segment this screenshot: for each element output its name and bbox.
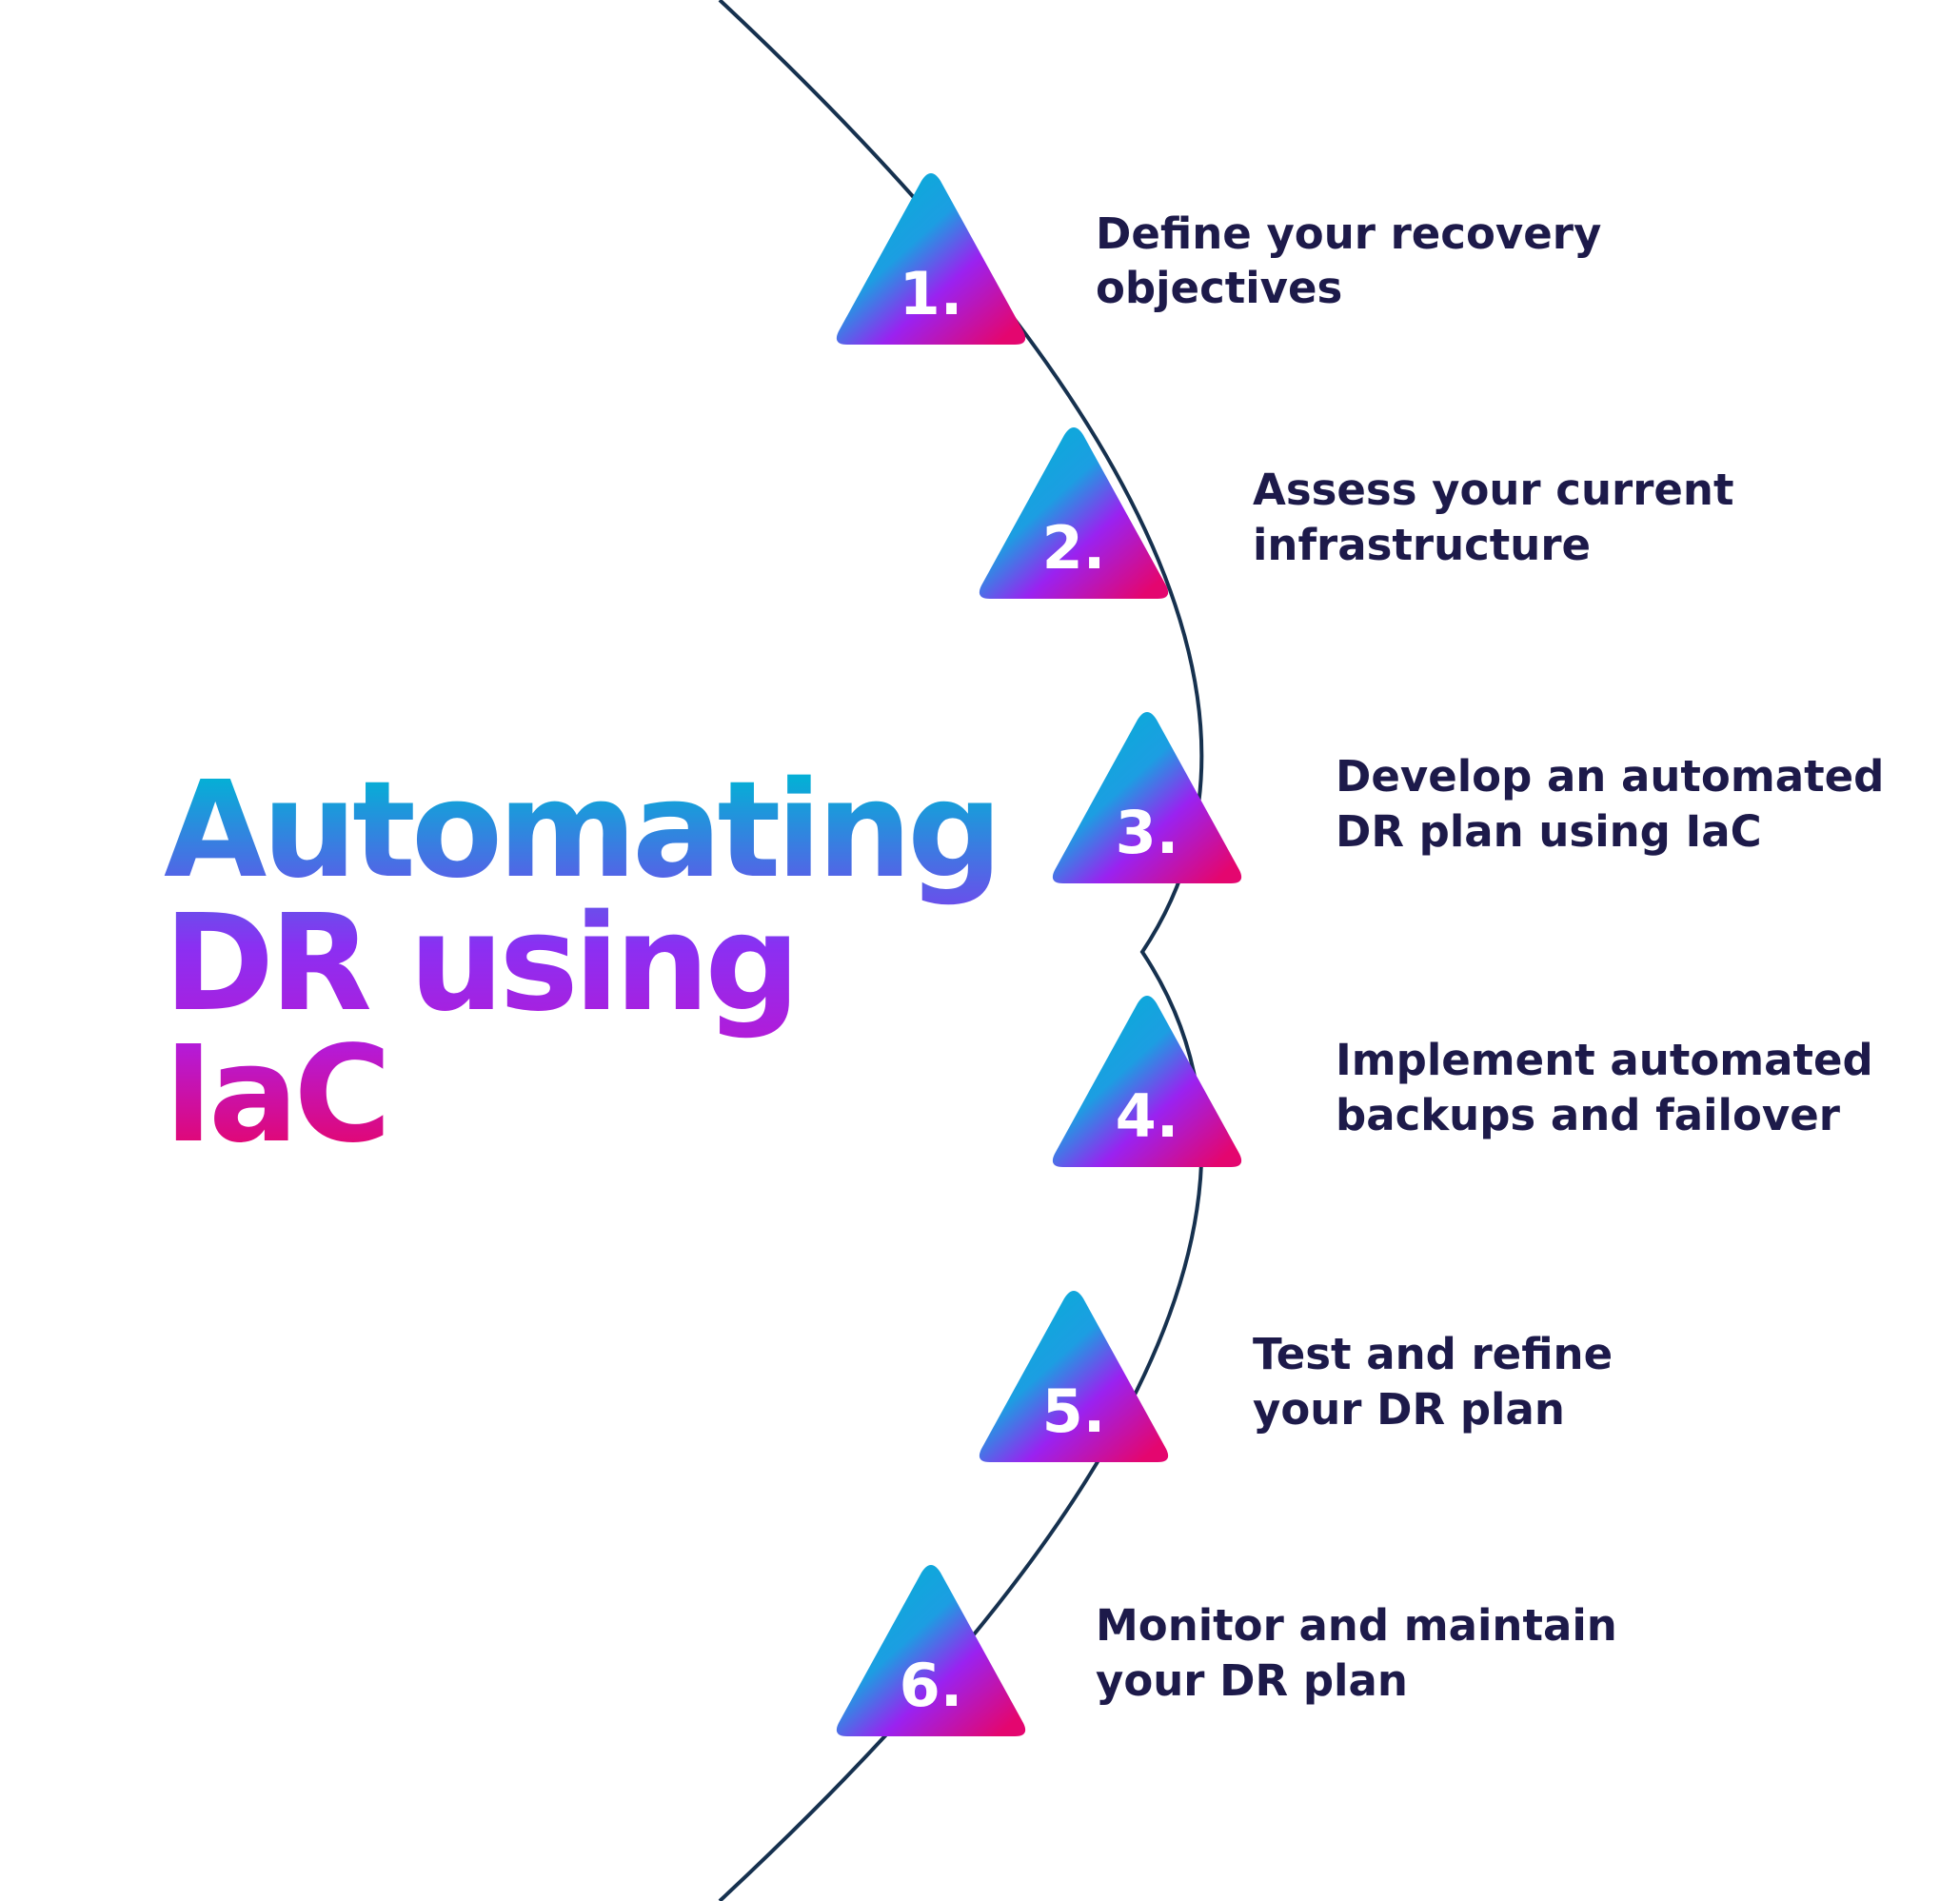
step-4-triangle-icon: [1052, 996, 1242, 1167]
step-5-label-line-1: Test and refine: [1253, 1329, 1613, 1379]
step-6-label-line-2: your DR plan: [1096, 1655, 1408, 1706]
step-6: 6. Monitor and maintain your DR plan: [836, 1565, 1617, 1736]
title-line-3: IaC: [164, 1018, 386, 1173]
step-3-label-line-2: DR plan using IaC: [1336, 806, 1762, 857]
step-4-label-line-2: backups and failover: [1336, 1090, 1841, 1140]
step-2-triangle-icon: [979, 427, 1169, 599]
step-1-label-line-1: Define your recovery: [1096, 208, 1601, 259]
step-2: 2. Assess your current infrastructure: [979, 427, 1733, 599]
title-line-2: DR using: [164, 886, 796, 1041]
title-line-1: Automating: [164, 753, 998, 908]
step-1-triangle-icon: [836, 173, 1026, 345]
step-2-label-line-1: Assess your current: [1253, 465, 1733, 515]
step-1: 1. Define your recovery objectives: [836, 173, 1601, 345]
step-4-label-line-1: Implement automated: [1336, 1035, 1873, 1085]
step-6-label-line-1: Monitor and maintain: [1096, 1600, 1617, 1651]
step-6-number: 6.: [900, 1651, 963, 1720]
step-3-triangle-icon: [1052, 712, 1242, 883]
step-5-number: 5.: [1042, 1376, 1106, 1446]
step-3: 3. Develop an automated DR plan using Ia…: [1052, 712, 1884, 883]
step-4: 4. Implement automated backups and failo…: [1052, 996, 1873, 1167]
step-3-number: 3.: [1116, 798, 1179, 867]
step-2-label-line-2: infrastructure: [1253, 520, 1591, 570]
step-5-triangle-icon: [979, 1291, 1169, 1462]
timeline-arc: [718, 0, 1204, 1901]
step-4-number: 4.: [1116, 1081, 1179, 1151]
step-6-triangle-icon: [836, 1565, 1026, 1736]
page-title: Automating DR using IaC: [164, 753, 1002, 1173]
step-5-label-line-2: your DR plan: [1253, 1384, 1565, 1435]
step-3-label-line-1: Develop an automated: [1336, 751, 1884, 802]
step-5: 5. Test and refine your DR plan: [979, 1291, 1613, 1462]
step-1-label-line-2: objectives: [1096, 263, 1342, 313]
step-2-number: 2.: [1042, 513, 1106, 583]
step-1-number: 1.: [900, 259, 963, 328]
